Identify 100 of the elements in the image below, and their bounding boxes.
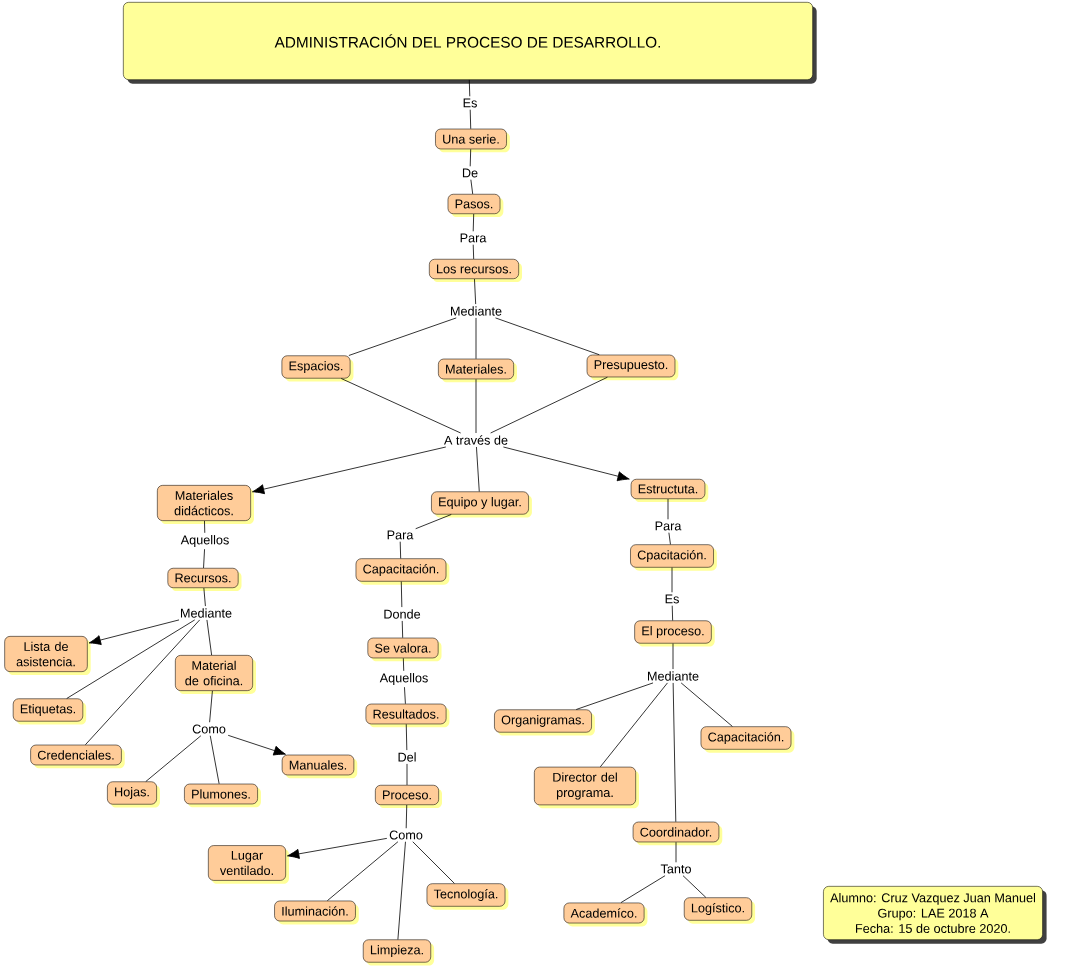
concept-box: Tecnología.	[426, 883, 509, 910]
connector-line	[667, 498, 669, 520]
connector-line	[209, 735, 220, 785]
concept-box: Pasos.	[447, 193, 504, 218]
concept-box: Estructuta.	[630, 478, 709, 503]
linking-phrase: De	[459, 166, 481, 180]
concept-box: Director del programa.	[534, 766, 639, 809]
concept-box: Limpieza.	[362, 939, 435, 966]
connector-line	[475, 378, 477, 434]
concept-box: Presupuesto.	[586, 354, 679, 381]
connector-line	[620, 875, 666, 904]
arrow	[252, 446, 447, 495]
concept-box: Materiales.	[438, 358, 517, 383]
connector-line	[472, 213, 475, 232]
connector-line	[470, 179, 474, 195]
connector-line	[469, 148, 472, 167]
connector-line	[340, 378, 462, 434]
connector-line	[145, 735, 202, 782]
connector-line	[469, 109, 472, 130]
arrow	[88, 619, 180, 645]
connector-line	[672, 682, 677, 823]
connector-line	[475, 317, 477, 360]
connector-line	[671, 567, 673, 593]
concept-box: Hojas.	[107, 781, 160, 808]
concept-box: Coordinador.	[632, 821, 723, 846]
linking-phrase: Mediante	[447, 304, 505, 318]
linking-phrase: Es	[662, 592, 682, 606]
concept-box: Capacitación.	[355, 558, 450, 585]
concept-box: Recursos.	[167, 567, 242, 592]
connector-line	[203, 587, 206, 607]
linking-phrase: Para	[384, 528, 416, 542]
concept-box: Material de oficina.	[175, 655, 256, 694]
connector-line	[326, 841, 399, 902]
linking-phrase: Mediante	[644, 669, 702, 683]
linking-phrase: Donde	[381, 607, 423, 621]
linking-phrase: Es	[460, 96, 480, 110]
connector-line	[209, 690, 213, 723]
connector-line	[348, 317, 457, 356]
concept-box: Lista de asistencia.	[4, 636, 91, 675]
concept-box: Academíco.	[563, 902, 648, 927]
connector-line	[490, 376, 608, 434]
concept-box: Materiales didácticos.	[157, 485, 254, 524]
connector-line	[412, 841, 455, 884]
title-box: ADMINISTRACIÓN DEL PROCESO DE DESARROLLO.	[123, 2, 817, 84]
concept-box: Etiquetas.	[12, 698, 87, 725]
connector-line	[206, 619, 212, 656]
linking-phrase: Para	[652, 519, 684, 533]
concept-box: Espacios.	[281, 355, 354, 382]
connector-line	[599, 682, 668, 768]
linking-phrase: Del	[395, 750, 419, 764]
connector-line	[476, 446, 480, 492]
connector-line	[84, 619, 201, 746]
connector-line	[401, 620, 404, 639]
linking-phrase: Mediante	[177, 606, 235, 620]
arrow	[503, 446, 630, 482]
linking-phrase: Aquellos	[377, 671, 431, 687]
concept-box: Logístico.	[683, 897, 756, 924]
connector-line	[671, 605, 674, 621]
concept-box: Resultados.	[365, 703, 450, 728]
linking-phrase: Como	[387, 828, 425, 842]
connector-line	[495, 317, 600, 356]
concept-box: Cpacitación.	[630, 544, 717, 571]
concept-box: Equipo y lugar.	[431, 491, 532, 518]
concept-box: Una serie.	[435, 128, 510, 153]
connector-line	[404, 686, 406, 705]
linking-phrase: Tanto	[658, 862, 694, 876]
concept-box: Capacitación.	[700, 726, 795, 753]
connector-line	[405, 723, 408, 751]
info-box: Alumno: Cruz Vazquez Juan Manuel Grupo: LAE 2018 A Fecha: 15 de octubre 2020.	[823, 886, 1047, 944]
connector-line	[399, 541, 402, 559]
arrow	[227, 734, 286, 756]
concept-box: Manuales.	[281, 754, 358, 779]
connector-line	[397, 841, 406, 940]
connector-line	[66, 619, 196, 699]
linking-phrase: Como	[190, 722, 228, 736]
concept-box: Se valora.	[367, 637, 442, 662]
connector-line	[680, 682, 733, 727]
connector-line	[682, 875, 707, 898]
connector-line	[472, 244, 475, 260]
concept-box: Plumones.	[184, 783, 261, 808]
connector-line	[575, 682, 654, 710]
connector-line	[203, 548, 205, 569]
connector-line	[406, 763, 408, 786]
connector-line	[405, 804, 408, 829]
connector-line	[400, 581, 403, 608]
connector-line	[474, 278, 477, 305]
connector-line	[415, 514, 452, 530]
concept-box: El proceso.	[634, 620, 715, 647]
concept-box: Iluminación.	[274, 900, 359, 925]
concept-box: Los recursos.	[429, 258, 522, 283]
connector-line	[668, 532, 671, 545]
connector-line	[672, 643, 674, 670]
linking-phrase: Para	[457, 231, 489, 245]
connector-line	[468, 79, 471, 97]
connector-line	[402, 657, 405, 672]
concept-box: Organigramas.	[494, 709, 595, 736]
connector-line	[675, 841, 677, 863]
linking-phrase: Aquellos	[178, 533, 232, 549]
concept-box: Credenciales.	[30, 744, 125, 769]
concept-box: Proceso.	[375, 784, 442, 809]
